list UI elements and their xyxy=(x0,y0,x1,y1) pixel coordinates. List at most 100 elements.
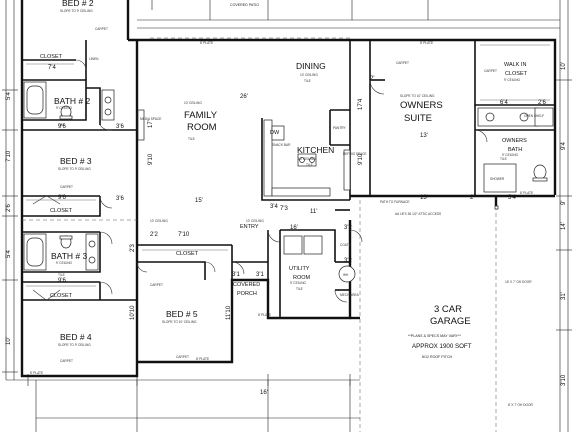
svg-text:TILE: TILE xyxy=(188,137,195,141)
svg-text:9'4: 9'4 xyxy=(561,142,567,150)
svg-text:16': 16' xyxy=(260,390,268,396)
kitchen-label: KITCHEN xyxy=(297,145,334,155)
svg-text:9' CEILING: 9' CEILING xyxy=(56,106,73,110)
svg-text:9': 9' xyxy=(561,201,567,205)
svg-text:13': 13' xyxy=(420,195,428,201)
family-room-label-1: FAMILY xyxy=(184,110,218,121)
garage-door-label-1: 16' X 7' OH DOOR xyxy=(505,280,532,284)
svg-text:3'6: 3'6 xyxy=(116,124,124,130)
walkin-closet-label-2: CLOSET xyxy=(505,71,528,77)
svg-text:3'1: 3'1 xyxy=(256,272,264,278)
svg-text:10' CEILING: 10' CEILING xyxy=(184,101,202,105)
shower-label: SHOWER xyxy=(490,177,505,181)
svg-text:9'10: 9'10 xyxy=(358,153,364,165)
svg-text:CARPET: CARPET xyxy=(396,61,409,65)
svg-text:5'4: 5'4 xyxy=(6,92,12,100)
room-labels: COVERED PATIO BED # 2 BATH # 2 BED # 3 B… xyxy=(40,0,544,407)
svg-text:TILE: TILE xyxy=(58,123,65,127)
svg-text:2'2: 2'2 xyxy=(150,232,158,238)
owners-suite-label-2: SUITE xyxy=(404,113,432,124)
family-room-label-2: ROOM xyxy=(187,122,217,133)
svg-text:SLOPE TO 9' CEILING: SLOPE TO 9' CEILING xyxy=(60,9,93,13)
svg-text:9'6: 9'6 xyxy=(58,278,66,284)
svg-text:5'4: 5'4 xyxy=(508,195,516,201)
garage-label-1: 3 CAR xyxy=(434,304,462,315)
svg-text:8' PLATE: 8' PLATE xyxy=(30,371,43,375)
pantry-label: PANTRY xyxy=(333,126,347,130)
bath3-label: BATH # 3 xyxy=(51,251,87,261)
svg-text:7'10: 7'10 xyxy=(6,150,12,162)
interior-walls xyxy=(22,40,555,318)
garage-label-2: GARAGE xyxy=(430,316,471,327)
svg-text:9'6: 9'6 xyxy=(58,195,66,201)
snack-bar-label: SNACK BAR xyxy=(272,143,291,147)
svg-text:10' CEILING: 10' CEILING xyxy=(300,73,318,77)
bed4-label: BED # 4 xyxy=(60,332,92,342)
bed4-closet-label: CLOSET xyxy=(50,293,73,299)
walkin-closet-label-1: WALK IN xyxy=(504,62,526,68)
svg-text:SLOPE TO 9' CEILING: SLOPE TO 9' CEILING xyxy=(58,167,91,171)
svg-text:SLOPE TO 10' CEILING: SLOPE TO 10' CEILING xyxy=(162,320,197,324)
bed5-label: BED # 5 xyxy=(166,309,198,319)
svg-text:CARPET: CARPET xyxy=(60,359,73,363)
svg-text:3'10: 3'10 xyxy=(561,374,567,386)
svg-text:10' CEILING: 10' CEILING xyxy=(298,157,316,161)
exterior-walls xyxy=(20,0,557,432)
door-swings xyxy=(32,59,488,303)
svg-text:CARPET: CARPET xyxy=(176,355,189,359)
svg-text:10'10: 10'10 xyxy=(130,305,136,320)
bed2-label: BED # 2 xyxy=(62,0,94,8)
covered-porch-label-1: COVERED xyxy=(233,282,260,288)
bed3-label: BED # 3 xyxy=(60,156,92,166)
svg-text:9' CEILING: 9' CEILING xyxy=(504,78,521,82)
svg-text:9' CEILING: 9' CEILING xyxy=(56,261,73,265)
owners-bath-label-1: OWNERS xyxy=(502,138,527,144)
spec-notes: SLOPE TO 9' CEILING SLOPE TO 9' CEILING … xyxy=(30,9,533,375)
svg-text:10': 10' xyxy=(561,62,567,70)
svg-text:2': 2' xyxy=(470,195,474,201)
kitchen-counter xyxy=(263,119,273,197)
svg-text:15': 15' xyxy=(195,198,203,204)
svg-text:2': 2' xyxy=(370,76,374,82)
utility-room-label-1: UTILITY xyxy=(289,266,310,272)
svg-text:8' PLATE: 8' PLATE xyxy=(258,313,271,317)
attic-access-note: AA 18"X 36 1/2" ATTIC ACCESS xyxy=(395,212,441,216)
svg-text:3'1: 3'1 xyxy=(232,272,240,278)
svg-text:13': 13' xyxy=(420,133,428,139)
closet-shelves xyxy=(22,37,550,287)
svg-text:17': 17' xyxy=(148,120,154,128)
svg-text:9'6: 9'6 xyxy=(58,124,66,130)
svg-text:TILE: TILE xyxy=(500,157,507,161)
svg-text:10': 10' xyxy=(6,337,12,345)
mech-area-label: MECH AREA xyxy=(340,293,360,297)
svg-text:2'6: 2'6 xyxy=(6,204,12,212)
svg-text:CARPET: CARPET xyxy=(95,27,108,31)
svg-text:8' PLATE: 8' PLATE xyxy=(200,41,213,45)
svg-text:8' PLATE: 8' PLATE xyxy=(420,41,433,45)
svg-text:TILE: TILE xyxy=(306,163,313,167)
coats-label: COATS xyxy=(340,243,351,247)
svg-text:3'4: 3'4 xyxy=(270,204,278,210)
refrig-space-label: REFRIG SPACE xyxy=(343,152,367,156)
svg-text:3'2: 3'2 xyxy=(344,258,352,264)
svg-text:11'10: 11'10 xyxy=(226,305,232,320)
svg-text:7'3: 7'3 xyxy=(280,206,288,212)
garage-door-label-2: 8' X 7' OH DOOR xyxy=(508,403,533,407)
svg-text:9' CEILING: 9' CEILING xyxy=(290,281,307,285)
water-heater xyxy=(338,265,356,283)
svg-text:8' PLATE: 8' PLATE xyxy=(196,357,209,361)
svg-text:CARPET: CARPET xyxy=(484,69,497,73)
svg-text:26': 26' xyxy=(240,94,248,100)
svg-text:14': 14' xyxy=(561,222,567,230)
bed2-closet-label: CLOSET xyxy=(40,54,63,60)
media-space-label: MEDIA SPACE xyxy=(140,117,161,121)
svg-text:10' CEILING: 10' CEILING xyxy=(246,219,264,223)
dining-label: DINING xyxy=(296,61,326,71)
covered-patio-label: COVERED PATIO xyxy=(230,3,259,7)
svg-text:7'10: 7'10 xyxy=(178,232,190,238)
water-heater-label: WH xyxy=(343,273,349,277)
roof-pitch-note: 8/12 ROOF PITCH xyxy=(422,355,453,359)
svg-text:2'6: 2'6 xyxy=(538,100,546,106)
